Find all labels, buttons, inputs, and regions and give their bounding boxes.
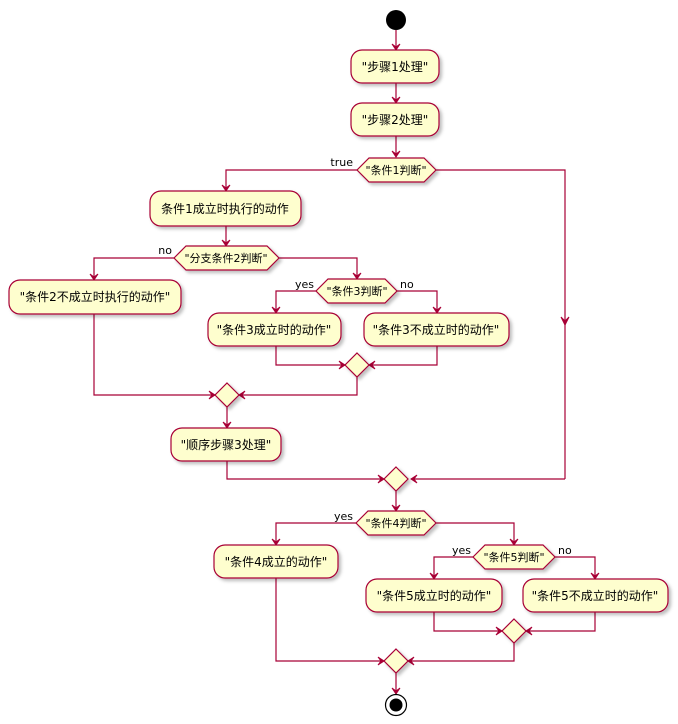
action-step1-label: "步骤1处理" <box>362 60 429 74</box>
arrow-head <box>352 272 362 280</box>
decision-cond4-label: "条件4判断" <box>365 516 426 530</box>
action-cond2-false: "条件2不成立时执行的动作" <box>8 279 182 315</box>
action-cond3-false: "条件3不成立时的动作" <box>363 312 510 347</box>
arrow-head <box>560 316 570 327</box>
edge-cond5-false-merge <box>526 612 596 632</box>
edge-cond4-yes <box>275 522 356 545</box>
action-cond5-false: "条件5不成立时的动作" <box>522 578 669 613</box>
edge-step3-merge <box>226 461 384 480</box>
edge-cond5-no <box>555 556 596 579</box>
action-cond4-true: "条件4成立的动作" <box>213 544 339 579</box>
decision-cond2: "分支条件2判断" <box>173 245 280 271</box>
edge-cond2-yes <box>279 257 358 279</box>
arrow-head <box>377 656 385 666</box>
action-cond4-true-label: "条件4成立的动作" <box>225 554 328 569</box>
decision-cond5-label: "条件5判断" <box>483 550 544 564</box>
merge-cond5 <box>501 618 527 644</box>
branch-label-cond3-no: no <box>400 278 414 291</box>
start-node <box>386 10 406 30</box>
edge-cond2-no-merge <box>93 314 215 396</box>
action-seq-step3-label: "顺序步骤3处理" <box>181 437 272 452</box>
action-cond5-false-label: "条件5不成立时的动作" <box>532 588 659 603</box>
branch-label-cond2-no: no <box>158 244 172 257</box>
edge-cond3-yes <box>275 290 316 313</box>
decision-cond3-label: "条件3判断" <box>326 284 387 298</box>
arrow-head <box>208 390 216 400</box>
arrow-head <box>590 572 600 580</box>
action-cond3-false-label: "条件3不成立时的动作" <box>373 322 500 337</box>
arrow-head <box>429 572 439 580</box>
arrow-head <box>222 421 232 429</box>
action-cond5-true-label: "条件5成立时的动作" <box>377 588 492 603</box>
arrow-head <box>407 656 415 666</box>
merge-cond4 <box>383 648 409 674</box>
action-cond1-true: 条件1成立时执行的动作 <box>149 190 302 227</box>
edge-cond2-no <box>93 257 174 280</box>
edge-cond5-yes <box>433 556 473 579</box>
merge-cond2 <box>214 382 240 408</box>
arrow-head <box>391 43 401 51</box>
action-cond3-true: "条件3成立时的动作" <box>207 312 342 347</box>
arrow-head <box>221 184 231 192</box>
arrow-head <box>391 96 401 104</box>
action-cond3-true-label: "条件3成立时的动作" <box>217 322 332 337</box>
action-step1: "步骤1处理" <box>350 49 440 84</box>
decision-cond1: "条件1判断" <box>356 157 437 183</box>
action-step2: "步骤2处理" <box>350 102 440 137</box>
action-step2-label: "步骤2处理" <box>362 113 429 127</box>
action-cond5-true: "条件5成立时的动作" <box>365 578 503 613</box>
arrow-head <box>271 306 281 314</box>
decision-cond1-label: "条件1判断" <box>365 163 426 177</box>
branch-label-cond5-yes: yes <box>452 544 471 557</box>
edge-cond4-yes-merge <box>275 578 384 662</box>
edge-cond3-false-merge <box>369 346 438 366</box>
arrow-head <box>221 239 231 247</box>
branch-label-cond3-yes: yes <box>295 278 314 291</box>
arrow-head <box>525 626 533 636</box>
merge-cond1 <box>383 466 409 492</box>
arrow-head <box>89 273 99 281</box>
arrow-head <box>391 504 401 512</box>
decision-cond3: "条件3判断" <box>315 278 398 304</box>
edge-cond5-true-merge <box>433 612 502 632</box>
edge-cond2-yes-merge <box>239 377 358 396</box>
arrow-head <box>391 150 401 158</box>
arrow-head <box>495 626 503 636</box>
arrow-head <box>410 474 418 484</box>
arrow-head <box>377 474 385 484</box>
branch-label-cond4-yes: yes <box>334 510 353 523</box>
edge-cond3-true-merge <box>275 346 345 366</box>
arrow-head <box>432 306 442 314</box>
edge-cond1-false <box>436 169 566 325</box>
branch-label-cond5-no: no <box>558 544 572 557</box>
action-seq-step3: "顺序步骤3处理" <box>170 427 282 462</box>
arrow-head <box>238 390 246 400</box>
decision-cond5: "条件5判断" <box>472 544 556 570</box>
edge-cond3-no <box>397 290 438 313</box>
arrow-head <box>391 687 401 695</box>
arrow-head <box>271 538 281 546</box>
edges <box>89 30 600 695</box>
edge-cond1-true <box>225 169 357 191</box>
action-cond2-false-label: "条件2不成立时执行的动作" <box>20 289 171 304</box>
action-cond1-true-label: 条件1成立时执行的动作 <box>161 201 289 216</box>
arrow-head <box>338 360 346 370</box>
decision-cond4: "条件4判断" <box>355 510 437 536</box>
branch-label-cond1-true: true <box>330 156 353 169</box>
edge-cond4-no-merge <box>408 643 515 662</box>
arrow-head <box>509 538 519 546</box>
merge-cond3 <box>344 352 370 378</box>
edge-cond4-no <box>436 522 515 545</box>
arrow-head <box>368 360 376 370</box>
end-node <box>384 693 408 717</box>
decision-cond2-label: "分支条件2判断" <box>184 251 267 265</box>
